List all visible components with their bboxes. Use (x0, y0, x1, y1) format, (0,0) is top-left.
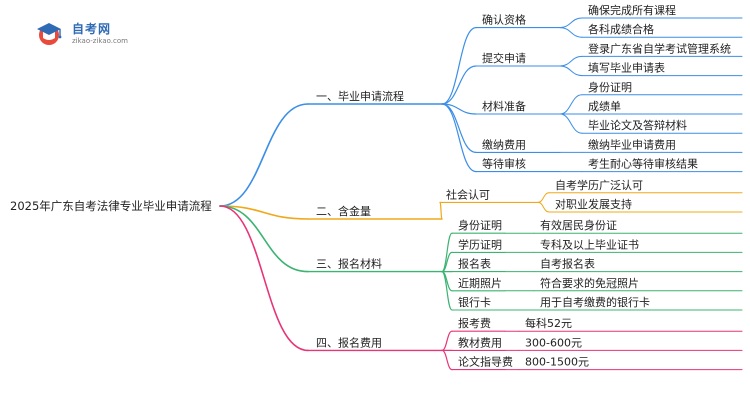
branch-1-topic-2-leaf-1-connector (559, 55, 583, 67)
branch-1-topic-1-connector (441, 27, 477, 105)
branch-3-topic-4-label: 近期照片 (458, 277, 502, 290)
branch-1-topic-2-label: 提交申请 (482, 51, 526, 65)
branch-2-topic-1-leaf-2-connector (537, 201, 550, 213)
branch-1-topic-4-label: 缴纳费用 (482, 137, 526, 151)
branch-1-topic-5-label: 等待审核 (482, 157, 526, 171)
branch-3-topic-4-leaf-1-label: 符合要求的免冠照片 (540, 276, 639, 290)
branch-1-topic-3-leaf-2-label: 成绩单 (588, 100, 621, 113)
branch-1-topic-3-leaf-3-label: 毕业论文及答辩材料 (588, 118, 687, 132)
branch-3-topic-5-leaf-1-label: 用于自考缴费的银行卡 (540, 295, 650, 309)
branch-2-topic-1-leaf-2-label: 对职业发展支持 (555, 197, 632, 211)
branch-2-label: 二、含金量 (316, 204, 371, 218)
branch-4-topic-1-leaf-1-label: 每科52元 (525, 316, 572, 330)
site-logo: 自考网 zikao-zikao.com (34, 18, 154, 52)
branch-4-topic-3-leaf-1-label: 800-1500元 (525, 356, 589, 369)
logo-url: zikao-zikao.com (72, 37, 128, 45)
branch-1-topic-2-leaf-2-connector (559, 65, 583, 77)
branch-1-topic-5-leaf-1-label: 考生耐心等待审核结果 (588, 157, 698, 171)
root-topic: 2025年广东自考法律专业毕业申请流程 (10, 199, 212, 213)
branch-3-topic-2-leaf-1-label: 专科及以上毕业证书 (540, 237, 639, 251)
branch-1-topic-3-leaf-1-label: 身份证明 (588, 80, 632, 94)
branch-3-topic-2-label: 学历证明 (458, 237, 502, 251)
branch-3-label: 三、报名材料 (316, 257, 382, 271)
branch-1-topic-3-leaf-3-connector (559, 113, 583, 134)
branch-1-topic-4-connector (441, 103, 477, 153)
branch-1-topic-2-leaf-2-label: 填写毕业申请表 (588, 61, 665, 75)
branch-3-topic-1-connector (441, 232, 453, 273)
branch-4-label: 四、报名费用 (316, 335, 382, 349)
branch-2-connector (219, 205, 309, 220)
branch-1-topic-2-connector (441, 65, 477, 105)
branch-2-topic-1-leaf-1-connector (537, 192, 550, 203)
branch-4-topic-3-connector (441, 349, 453, 371)
branch-4-topic-2-leaf-1-label: 300-600元 (525, 336, 582, 349)
branch-2-topic-1-leaf-1-label: 自考学历广泛认可 (555, 178, 643, 192)
branch-1-label: 一、毕业申请流程 (316, 89, 404, 103)
branch-1-topic-3-leaf-1-connector (559, 94, 583, 115)
branch-4-topic-1-label: 报考费 (458, 316, 491, 330)
branch-4-topic-2-label: 教材费用 (458, 335, 502, 349)
branch-3-connector (219, 205, 309, 273)
branch-3-topic-5-label: 银行卡 (458, 295, 491, 309)
graduation-cap-icon (37, 23, 62, 45)
branch-1-topic-3-label: 材料准备 (482, 99, 526, 113)
branch-3-topic-3-label: 报名表 (458, 257, 491, 271)
branch-1-topic-1-label: 确认资格 (482, 13, 526, 27)
branch-1-topic-1-leaf-2-connector (559, 27, 583, 38)
branch-2-topic-1-label: 社会认可 (446, 187, 490, 201)
branch-1-topic-1-leaf-1-label: 确保完成所有课程 (588, 3, 676, 17)
branch-1-topic-5-connector (441, 103, 477, 173)
branch-3-topic-1-label: 身份证明 (458, 218, 502, 232)
branch-4-topic-3-label: 论文指导费 (458, 355, 513, 369)
branch-1-connector (219, 103, 309, 207)
branch-3-topic-1-leaf-1-label: 有效居民身份证 (540, 218, 617, 232)
branch-4-topic-1-connector (441, 330, 453, 351)
branch-2-topic-1-connector (439, 201, 443, 220)
branch-1-topic-1-leaf-2-label: 各科成绩合格 (588, 22, 654, 36)
branch-3-topic-3-leaf-1-label: 自考报名表 (540, 257, 595, 271)
logo-title: 自考网 (72, 22, 112, 36)
branch-1-topic-1-leaf-1-connector (559, 17, 583, 29)
branch-1-topic-2-leaf-1-label: 登录广东省自学考试管理系统 (588, 41, 731, 55)
branch-1-topic-4-leaf-1-label: 缴纳毕业申请费用 (588, 137, 676, 151)
branch-4-connector (219, 205, 309, 352)
branch-3-topic-5-connector (441, 271, 453, 311)
